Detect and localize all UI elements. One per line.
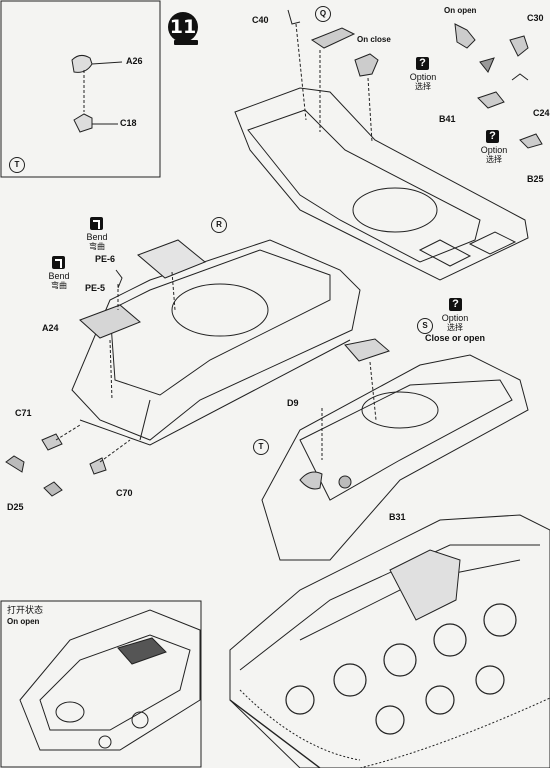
- part-label-B31: B31: [389, 512, 406, 522]
- option-label-zh: 选择: [486, 155, 502, 165]
- on-close-label: On close: [357, 35, 391, 44]
- option-note-right: Option 选择: [473, 145, 515, 165]
- step-number: 11: [168, 12, 198, 42]
- step-underline: [174, 40, 198, 45]
- callout-R: R: [211, 217, 227, 233]
- part-label-C30: C30: [527, 13, 544, 23]
- bend-icon: [52, 256, 65, 269]
- option-label: Option: [409, 72, 437, 82]
- bend-label: Bend: [48, 271, 70, 281]
- part-label-PE5: PE-5: [85, 283, 106, 293]
- option-label: Option: [441, 313, 469, 323]
- option-label-zh: 选择: [415, 82, 431, 92]
- part-label-C24: C24: [533, 108, 550, 118]
- part-label-C18: C18: [120, 118, 137, 128]
- part-label-A26: A26: [126, 56, 143, 66]
- part-label-C40: C40: [252, 15, 269, 25]
- bend-label-zh: 弯曲: [51, 281, 67, 291]
- question-icon: ?: [449, 298, 462, 311]
- part-label-A24: A24: [42, 323, 59, 333]
- option-note-top: Option 选择: [402, 72, 444, 92]
- part-label-PE6: PE-6: [95, 254, 116, 264]
- part-label-D25: D25: [7, 502, 24, 512]
- bend-note-PE6: Bend 弯曲: [82, 232, 112, 252]
- detail-box-T: [0, 0, 161, 178]
- bend-label-zh: 弯曲: [89, 242, 105, 252]
- inset-title: 打开状态 On open: [7, 605, 43, 627]
- part-label-C71: C71: [15, 408, 32, 418]
- bend-label: Bend: [86, 232, 108, 242]
- option-note-close-open: Option 选择 Close or open: [420, 313, 490, 343]
- inset-box: [0, 600, 202, 768]
- bend-note-PE5: Bend 弯曲: [44, 271, 74, 291]
- callout-Q: Q: [315, 6, 331, 22]
- inset-title-zh: 打开状态: [7, 605, 44, 615]
- question-icon: ?: [416, 57, 429, 70]
- part-label-D9: D9: [287, 398, 299, 408]
- part-label-B25: B25: [527, 174, 544, 184]
- callout-T-detail: T: [9, 157, 25, 173]
- callout-T: T: [253, 439, 269, 455]
- bend-icon: [90, 217, 103, 230]
- callout-S: S: [417, 318, 433, 334]
- part-label-C70: C70: [116, 488, 133, 498]
- inset-title-en: On open: [7, 616, 40, 626]
- question-icon: ?: [486, 130, 499, 143]
- option-label-zh: 选择: [447, 323, 463, 333]
- close-or-open-label: Close or open: [424, 332, 485, 343]
- on-open-label: On open: [444, 6, 477, 15]
- option-label: Option: [480, 145, 508, 155]
- part-label-B41: B41: [439, 114, 456, 124]
